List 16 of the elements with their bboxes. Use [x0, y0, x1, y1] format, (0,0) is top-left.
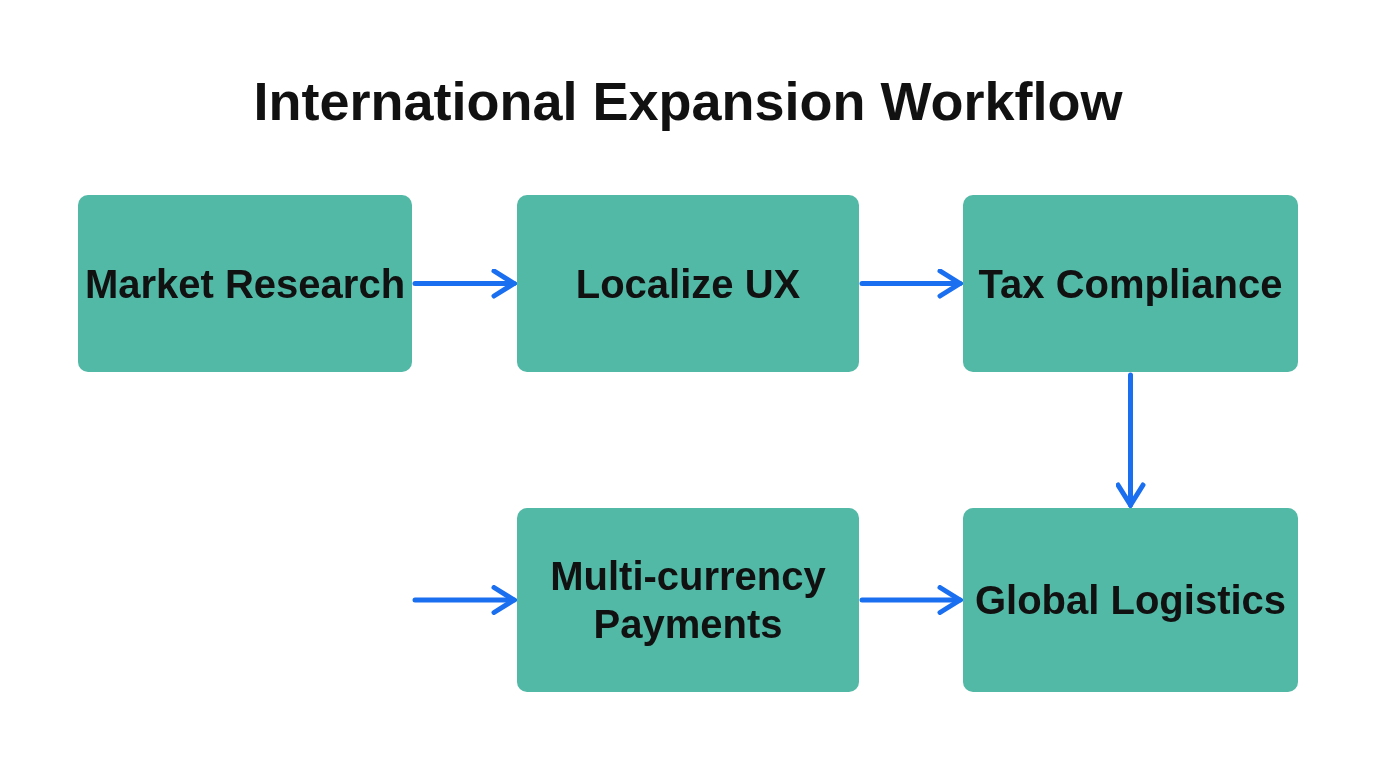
box-label: Tax Compliance	[978, 260, 1283, 308]
box-label: Multi-currency Payments	[549, 553, 827, 648]
arrow	[859, 268, 963, 299]
box-label: Market Research	[84, 260, 406, 308]
process-box	[517, 508, 859, 692]
arrow	[859, 585, 963, 615]
diagram-title: International Expansion Workflow	[252, 70, 1124, 132]
box-label: Global Logistics	[974, 577, 1287, 624]
process-box	[963, 508, 1298, 692]
arrow	[1115, 372, 1146, 508]
arrow	[412, 585, 517, 615]
process-box	[963, 195, 1298, 372]
process-box	[78, 195, 412, 372]
arrow	[412, 268, 517, 299]
box-label: Localize UX	[575, 260, 801, 308]
process-box	[517, 195, 859, 372]
